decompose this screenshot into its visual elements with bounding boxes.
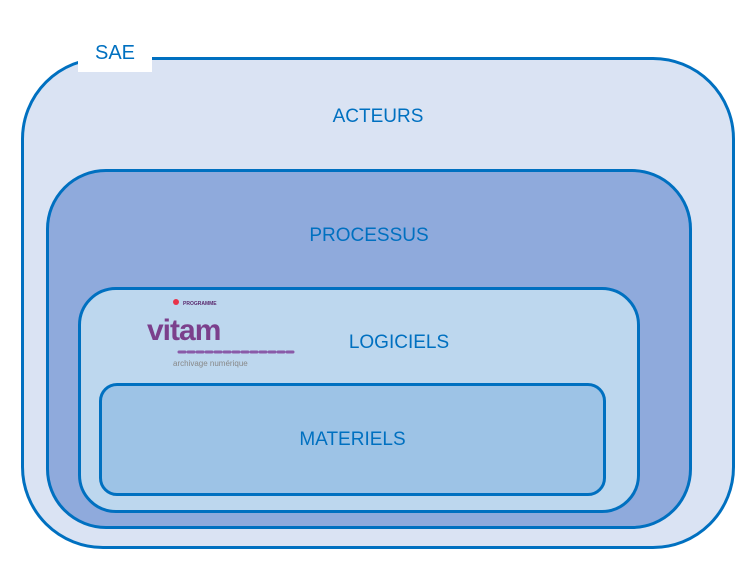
logo-programme: PROGRAMME [183, 301, 217, 307]
vitam-logo: PROGRAMME vitam archivage numérique [147, 299, 295, 368]
logiciels-label: LOGICIELS [348, 332, 450, 353]
logo-subtitle: archivage numérique [173, 359, 248, 368]
acteurs-label: ACTEURS [332, 106, 424, 127]
sae-title: SAE [78, 38, 152, 72]
processus-label: PROCESSUS [309, 225, 429, 246]
logo-name: vitam [147, 314, 220, 347]
materiels-layer: MATERIELS [99, 383, 606, 496]
logo-dot [173, 299, 179, 305]
materiels-label: MATERIELS [299, 429, 406, 450]
